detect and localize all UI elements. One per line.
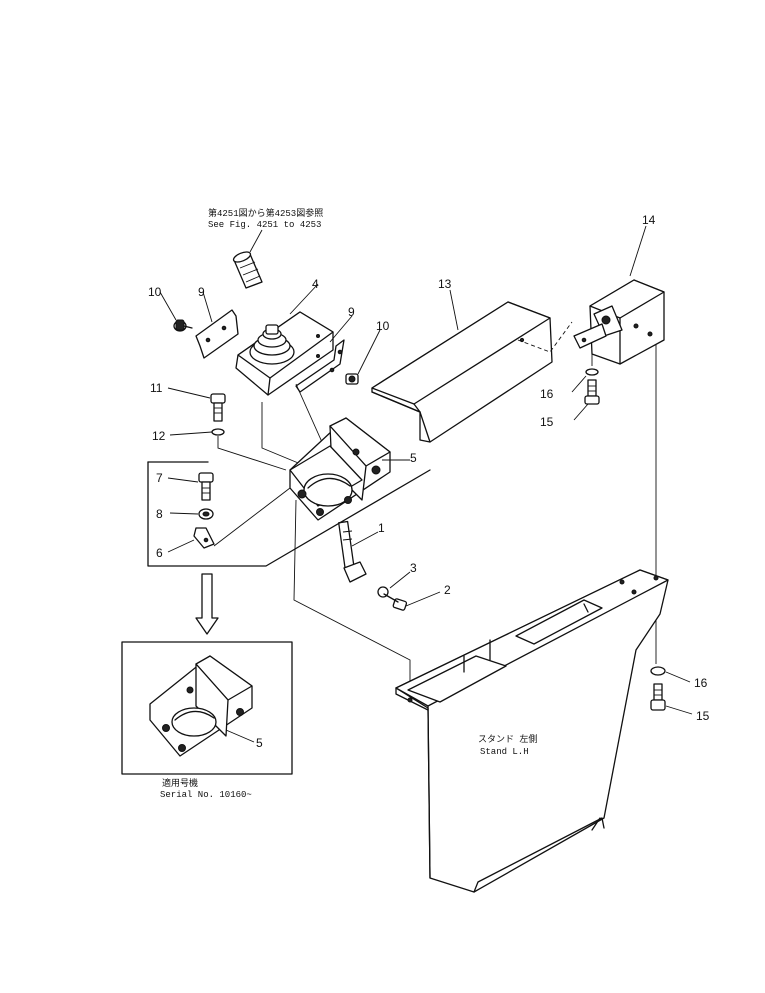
bolt-11 xyxy=(210,393,226,422)
callout-3: 3 xyxy=(410,561,417,575)
stand-label-jp: スタンド 左側 xyxy=(478,733,537,745)
lever-grip xyxy=(232,251,263,289)
callout-5-alt: 5 xyxy=(256,736,263,750)
callout-10-right: 10 xyxy=(376,319,390,333)
reference-note-jp: 第4251図から第4253図参照 xyxy=(208,207,323,219)
bracket-left xyxy=(195,309,239,359)
bolt-7 xyxy=(198,472,214,501)
lever-boot-assembly xyxy=(235,311,334,396)
dashed-link xyxy=(517,321,573,353)
callout-9-right: 9 xyxy=(348,305,355,319)
callout-numbers: 10 9 4 9 10 11 12 13 14 16 15 5 1 3 2 7 … xyxy=(148,213,710,750)
washer-16-bottom xyxy=(650,666,666,676)
callout-8: 8 xyxy=(156,507,163,521)
reference-leader xyxy=(249,229,263,253)
callout-13: 13 xyxy=(438,277,452,291)
callout-14: 14 xyxy=(642,213,656,227)
callout-4: 4 xyxy=(312,277,319,291)
callout-1: 1 xyxy=(378,521,385,535)
stand-label-en: Stand L.H xyxy=(480,747,529,757)
guide-line-a xyxy=(217,436,287,471)
callout-15-top: 15 xyxy=(540,415,554,429)
serial-note-jp: 適用号機 xyxy=(162,777,198,789)
inset-box xyxy=(121,641,293,775)
guide-line-e xyxy=(293,499,411,690)
bracket-right xyxy=(295,339,345,393)
callout-11: 11 xyxy=(150,381,163,395)
bolt-2 xyxy=(383,593,408,611)
arrow-down-icon xyxy=(195,573,219,635)
callout-6: 6 xyxy=(156,546,163,560)
clamp-6 xyxy=(193,527,215,549)
callout-16-top: 16 xyxy=(540,387,554,401)
reference-note-en: See Fig. 4251 to 4253 xyxy=(208,220,321,230)
callout-7: 7 xyxy=(156,471,163,485)
bolt-10-left xyxy=(173,319,193,332)
bracket-housing-5-alt xyxy=(149,655,253,757)
callout-16-bottom: 16 xyxy=(694,676,708,690)
callout-2: 2 xyxy=(444,583,451,597)
callout-15-bottom: 15 xyxy=(696,709,710,723)
callout-9-left: 9 xyxy=(198,285,205,299)
callout-leaders xyxy=(159,225,693,743)
serial-note-en: Serial No. 10160~ xyxy=(160,790,252,800)
callout-12: 12 xyxy=(152,429,166,443)
inset-frame-lines xyxy=(147,461,431,567)
stand-lh xyxy=(395,569,669,893)
bolt-10-right xyxy=(345,373,359,385)
callout-5: 5 xyxy=(410,451,417,465)
pin-1 xyxy=(338,520,367,583)
bracket-housing-5 xyxy=(289,417,391,521)
bolt-15-top xyxy=(584,379,600,405)
bolt-15-bottom xyxy=(650,683,666,711)
washer-16-top xyxy=(585,368,599,376)
washer-12 xyxy=(211,428,225,436)
armrest-13 xyxy=(371,301,553,443)
cover-14 xyxy=(573,279,665,365)
callout-10-left: 10 xyxy=(148,285,162,299)
